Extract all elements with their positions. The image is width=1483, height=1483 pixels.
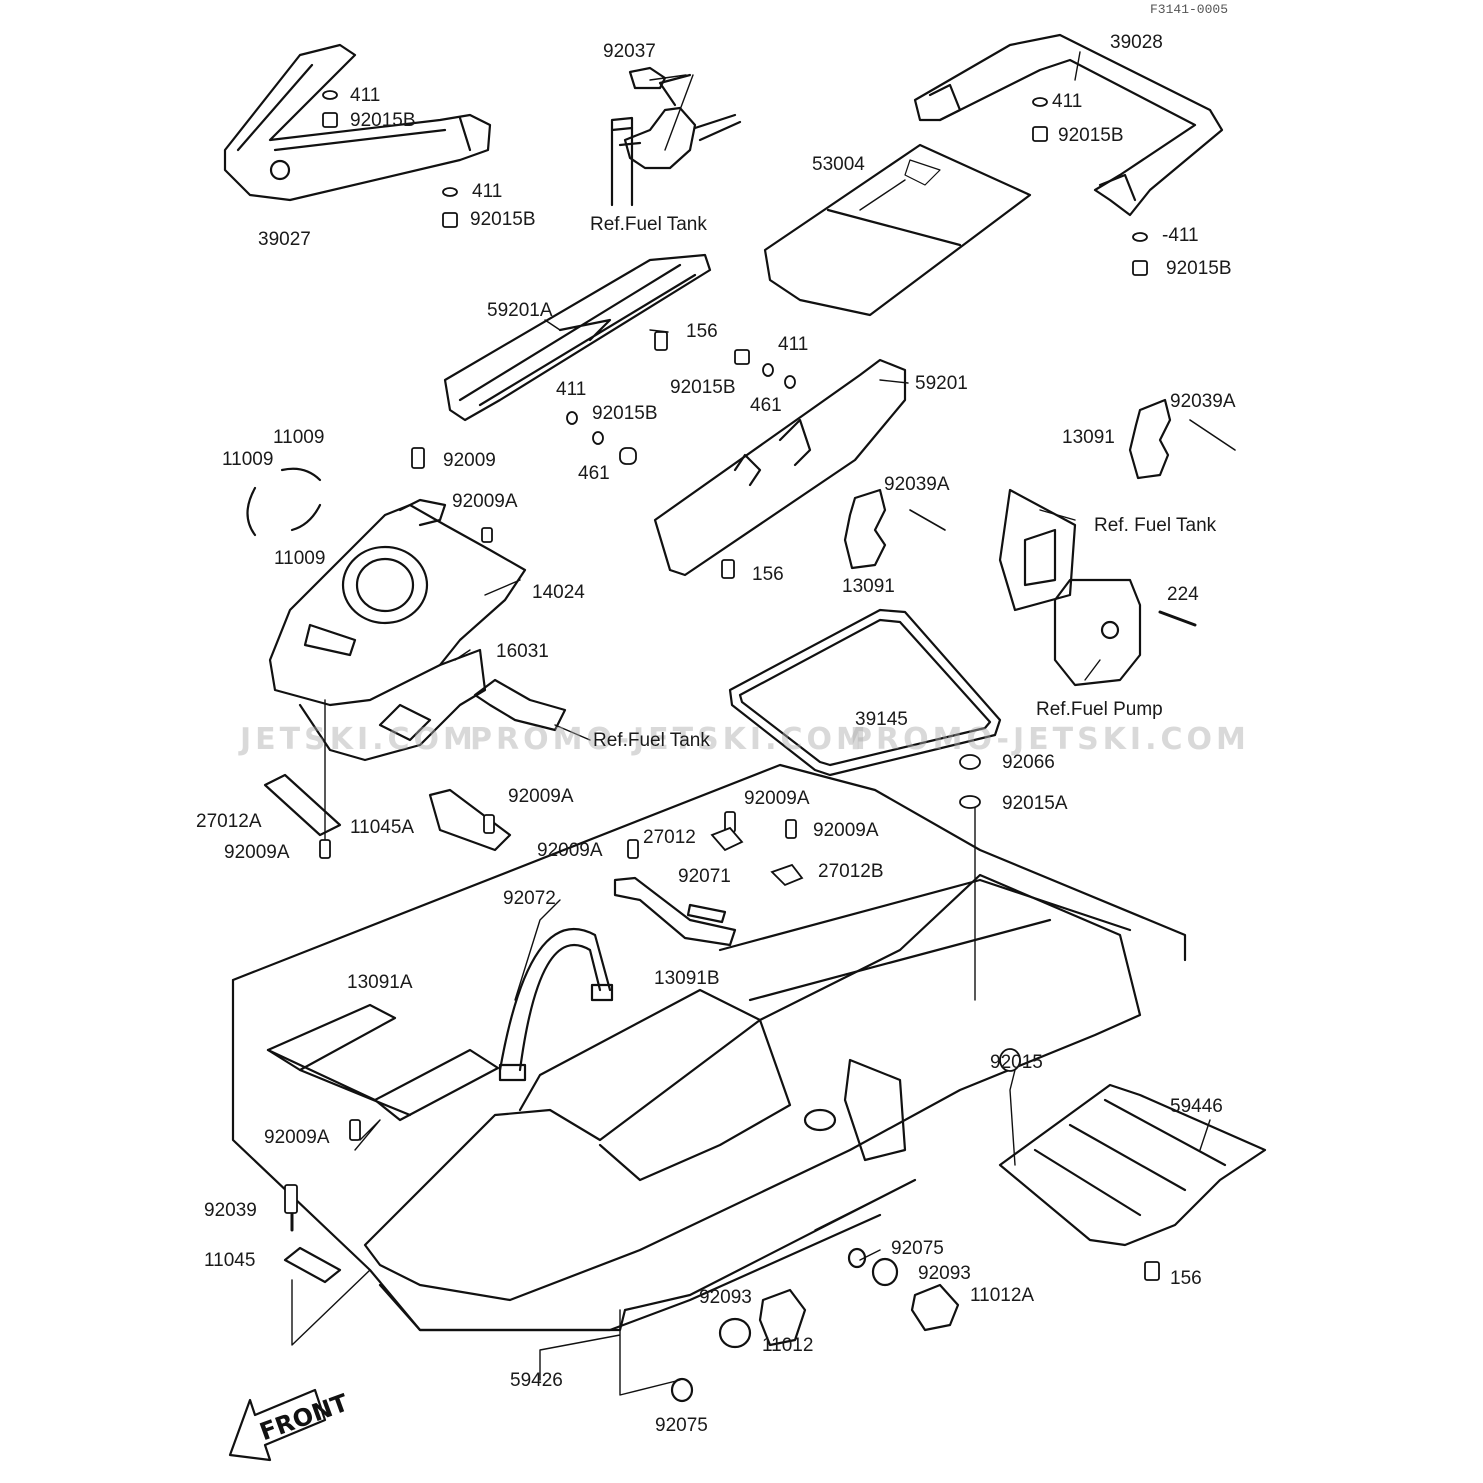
part-label-92009: 92009	[443, 450, 496, 471]
part-label-92066: 92066	[1002, 752, 1055, 773]
rubber-block-13091-right-shape	[1128, 398, 1236, 480]
part-label-11009: 11009	[222, 449, 274, 470]
part-label-92075: 92075	[891, 1238, 944, 1259]
part-label-92039: 92039	[204, 1200, 257, 1221]
part-label-13091: 13091	[1062, 427, 1115, 448]
cover-59201A-shape	[443, 253, 712, 422]
part-label-11045: 11045	[204, 1250, 256, 1271]
cover-59201-shape	[653, 358, 907, 577]
part-label-92009A: 92009A	[452, 491, 518, 512]
watermark-2: PROMO-JETSKI.COM	[470, 722, 870, 757]
part-label-27012A: 27012A	[196, 811, 262, 832]
part-label-92009A: 92009A	[537, 840, 603, 861]
part-label-461: 461	[750, 395, 782, 416]
fuel-valve-shape	[610, 66, 742, 207]
part-label-11045A: 11045A	[350, 817, 415, 838]
part-label-156: 156	[1170, 1268, 1202, 1289]
part-label-92015A: 92015A	[1002, 793, 1068, 814]
watermark-1: JETSKI.COM	[240, 722, 477, 757]
part-label-16031: 16031	[496, 641, 549, 662]
part-label-11009: 11009	[274, 548, 326, 569]
part-label-92075: 92075	[655, 1415, 708, 1436]
ref-fuel-tank-label: Ref. Fuel Tank	[1094, 515, 1217, 536]
part-label-59201A: 59201A	[487, 300, 553, 321]
part-label-92015B: 92015B	[470, 209, 536, 230]
part-label-53004: 53004	[812, 154, 865, 175]
fasteners	[284, 90, 1160, 1281]
part-label-92093: 92093	[699, 1287, 752, 1308]
part-label-27012B: 27012B	[818, 861, 884, 882]
gasket-39145-shape	[728, 608, 1002, 777]
part-label-14024: 14024	[532, 582, 585, 603]
bracket-11045A-shape	[428, 788, 512, 852]
part-label-39028: 39028	[1110, 32, 1163, 53]
part-label-13091B: 13091B	[654, 968, 720, 989]
ref-fuel-tank-label: Ref.Fuel Tank	[593, 730, 710, 751]
reference-code: F3141-0005	[1150, 2, 1229, 17]
strap-92072-shape	[498, 928, 614, 1082]
part-label-92039A: 92039A	[1170, 391, 1236, 412]
fuel-pump-shape	[998, 488, 1197, 687]
part-label-92009A: 92009A	[508, 786, 574, 807]
part-label-411: 411	[556, 379, 587, 400]
part-label-39027: 39027	[258, 229, 311, 250]
part-label-156: 156	[686, 321, 718, 342]
part-label-92009A: 92009A	[813, 820, 879, 841]
bracket-27012A-shape	[263, 773, 342, 837]
seat-pad-53004-shape	[763, 143, 1032, 317]
part-label-92072: 92072	[503, 888, 556, 909]
rubber-block-13091-mid-shape	[843, 488, 946, 570]
bracket-mid-shape	[473, 678, 567, 732]
part-label-11012A: 11012A	[970, 1285, 1035, 1306]
part-label-13091: 13091	[842, 576, 895, 597]
part-label-27012: 27012	[643, 827, 696, 848]
ref-fuel-tank-label: Ref.Fuel Tank	[590, 214, 707, 235]
part-label-92009A: 92009A	[224, 842, 290, 863]
part-label-411: 411	[1052, 91, 1083, 112]
rack-13091A-shape	[266, 1003, 500, 1122]
part-label-13091A: 13091A	[347, 972, 413, 993]
watermark-3: PROMO-JETSKI.COM	[850, 722, 1250, 757]
hull-outline-box	[231, 763, 1187, 1332]
part-label-59446: 59446	[1170, 1096, 1223, 1117]
handle-11045-shape	[283, 1206, 342, 1284]
part-label-92009A: 92009A	[744, 788, 810, 809]
part-label-92015B: 92015B	[592, 403, 658, 424]
part-label-59201: 59201	[915, 373, 968, 394]
part-label-92037: 92037	[603, 41, 656, 62]
hull-body-shape	[363, 873, 1142, 1332]
part-label-92039A: 92039A	[884, 474, 950, 495]
handle-bar-39028-shape	[913, 33, 1224, 217]
part-label-92015: 92015	[990, 1052, 1043, 1073]
drain-plugs-shape	[670, 1247, 960, 1403]
part-label-92015B: 92015B	[350, 110, 416, 131]
part-label-92015B: 92015B	[670, 377, 736, 398]
part-label-411: 411	[778, 334, 809, 355]
part-label-92071: 92071	[678, 866, 731, 887]
front-arrow-shape	[228, 1388, 327, 1462]
leader-lines	[291, 51, 1211, 1396]
plate-59446-shape	[998, 1083, 1267, 1247]
handle-bar-39027-shape	[223, 43, 492, 202]
part-label-59426: 59426	[510, 1370, 563, 1391]
ref-fuel-pump-label: Ref.Fuel Pump	[1036, 699, 1163, 720]
part-label-92015B: 92015B	[1166, 258, 1232, 279]
part-label-156: 156	[752, 564, 784, 585]
part-label-11009: 11009	[273, 427, 325, 448]
part-label-461: 461	[578, 463, 610, 484]
part-label-411: -411	[1162, 225, 1199, 246]
part-label-411: 411	[472, 181, 503, 202]
seal-rings-11009-shape	[246, 467, 322, 537]
part-label-11012: 11012	[762, 1335, 814, 1356]
part-label-92009A: 92009A	[264, 1127, 330, 1148]
part-label-92093: 92093	[918, 1263, 971, 1284]
bracket-13091B-shape	[613, 876, 737, 947]
part-label-39145: 39145	[855, 709, 908, 730]
console-cowling-shape	[268, 498, 527, 762]
part-label-224: 224	[1167, 584, 1199, 605]
part-label-411: 411	[350, 85, 381, 106]
part-label-92015B: 92015B	[1058, 125, 1124, 146]
